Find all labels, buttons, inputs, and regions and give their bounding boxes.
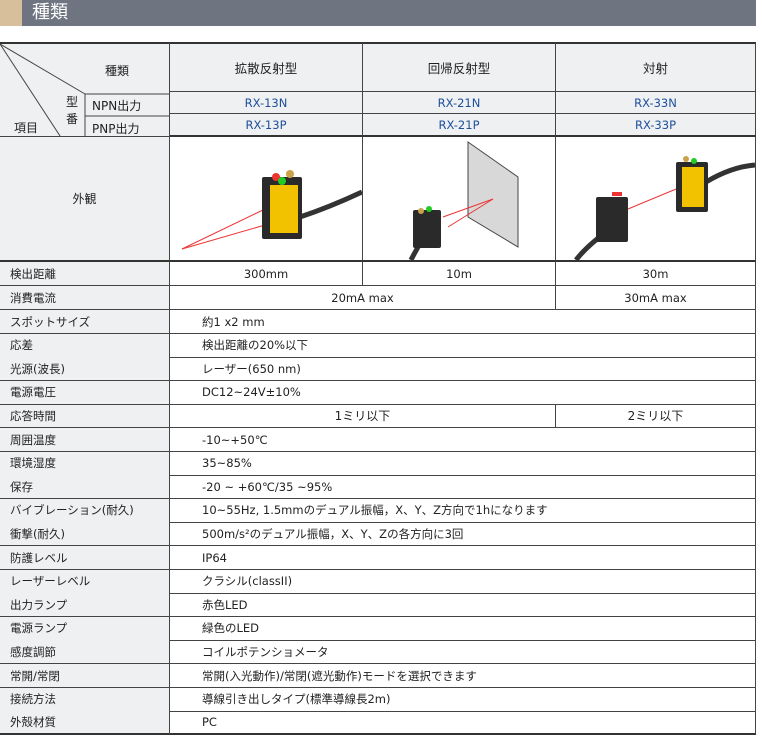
section-title: 種類 bbox=[32, 2, 68, 23]
spec-label: 検出距離 bbox=[0, 262, 170, 286]
spec-value: コイルポテンショメータ bbox=[170, 640, 756, 665]
npn-model-2: RX-21N bbox=[363, 92, 556, 114]
spec-value: 常開(入光動作)/常閉(遮光動作)モードを選択できます bbox=[170, 664, 756, 688]
spec-value: クラシル(classII) bbox=[170, 569, 756, 594]
npn-model-1: RX-13N bbox=[170, 92, 363, 114]
response-value-1: 1ミリ以下 bbox=[170, 404, 556, 428]
spec-value: 500m/s²のデュアル振幅，X、Y、Zの各方向に3回 bbox=[170, 522, 756, 547]
type-col-2: 回帰反射型 bbox=[363, 42, 556, 92]
type-col-1: 拡散反射型 bbox=[170, 42, 363, 92]
spec-value: -20 ~ +60℃/35 ~95% bbox=[170, 475, 756, 500]
spec-value: PC bbox=[170, 711, 756, 736]
diagonal-lines bbox=[0, 44, 170, 139]
spec-label: スポットサイズ bbox=[0, 310, 170, 334]
pnp-model-2: RX-21P bbox=[363, 114, 556, 137]
product-image-diffuse bbox=[170, 137, 363, 262]
spec-label: 常開/常閉 bbox=[0, 664, 170, 688]
spec-label: 衝撃(耐久) bbox=[0, 522, 170, 547]
spec-label: 電源ランプ bbox=[0, 616, 170, 641]
spec-label: 応差 bbox=[0, 333, 170, 358]
section-title-bar bbox=[0, 0, 756, 26]
spec-value: 10~55Hz, 1.5mmのデュアル振幅，X、Y、Z方向で1hになります bbox=[170, 498, 756, 523]
distance-value-3: 30m bbox=[556, 262, 756, 286]
spec-label: 電源電圧 bbox=[0, 380, 170, 405]
pnp-model-3: RX-33P bbox=[556, 114, 756, 137]
product-image-through-beam bbox=[556, 137, 756, 262]
product-image-retroreflective bbox=[363, 137, 556, 262]
type-label: 種類 bbox=[105, 64, 130, 78]
spec-label: 出力ランプ bbox=[0, 593, 170, 618]
distance-value-1: 300mm bbox=[170, 262, 363, 286]
spec-value: 赤色LED bbox=[170, 593, 756, 618]
current-value-1: 20mA max bbox=[170, 286, 556, 310]
pnp-label: PNP出力 bbox=[92, 122, 140, 136]
spec-label: 応答時間 bbox=[0, 404, 170, 428]
spec-value: IP64 bbox=[170, 546, 756, 570]
current-value-2: 30mA max bbox=[556, 286, 756, 310]
header-corner: 種類 型 番 項目 NPN出力 PNP出力 bbox=[0, 42, 170, 139]
spec-label: 感度調節 bbox=[0, 640, 170, 665]
spec-value: DC12~24V±10% bbox=[170, 380, 756, 405]
spec-value: 35~85% bbox=[170, 451, 756, 476]
distance-value-2: 10m bbox=[363, 262, 556, 286]
spec-label: 外殻材質 bbox=[0, 711, 170, 736]
pnp-model-1: RX-13P bbox=[170, 114, 363, 137]
spec-label: 消費電流 bbox=[0, 286, 170, 310]
npn-label: NPN出力 bbox=[92, 99, 142, 113]
spec-value: 導線引き出しタイプ(標準導線長2m) bbox=[170, 687, 756, 712]
spec-value: 検出距離の20%以下 bbox=[170, 333, 756, 358]
spec-value: 約1 x2 mm bbox=[170, 310, 756, 334]
spec-label: 周囲温度 bbox=[0, 428, 170, 452]
appearance-label: 外観 bbox=[0, 137, 170, 262]
response-value-2: 2ミリ以下 bbox=[556, 404, 756, 428]
spec-value: 緑色のLED bbox=[170, 616, 756, 641]
title-accent bbox=[0, 0, 22, 26]
spec-label: 保存 bbox=[0, 475, 170, 500]
model-label-2: 番 bbox=[66, 112, 79, 126]
spec-label: 防護レベル bbox=[0, 546, 170, 570]
model-label-1: 型 bbox=[66, 95, 79, 109]
item-label: 項目 bbox=[14, 121, 39, 135]
spec-label: 環境湿度 bbox=[0, 451, 170, 476]
spec-label: レーザーレベル bbox=[0, 569, 170, 594]
spec-label: バイブレーション(耐久) bbox=[0, 498, 170, 523]
spec-label: 光源(波長) bbox=[0, 357, 170, 381]
npn-model-3: RX-33N bbox=[556, 92, 756, 114]
type-col-3: 対射 bbox=[556, 42, 756, 92]
spec-value: レーザー(650 nm) bbox=[170, 357, 756, 381]
spec-label: 接続方法 bbox=[0, 687, 170, 712]
spec-value: -10~+50℃ bbox=[170, 428, 756, 452]
